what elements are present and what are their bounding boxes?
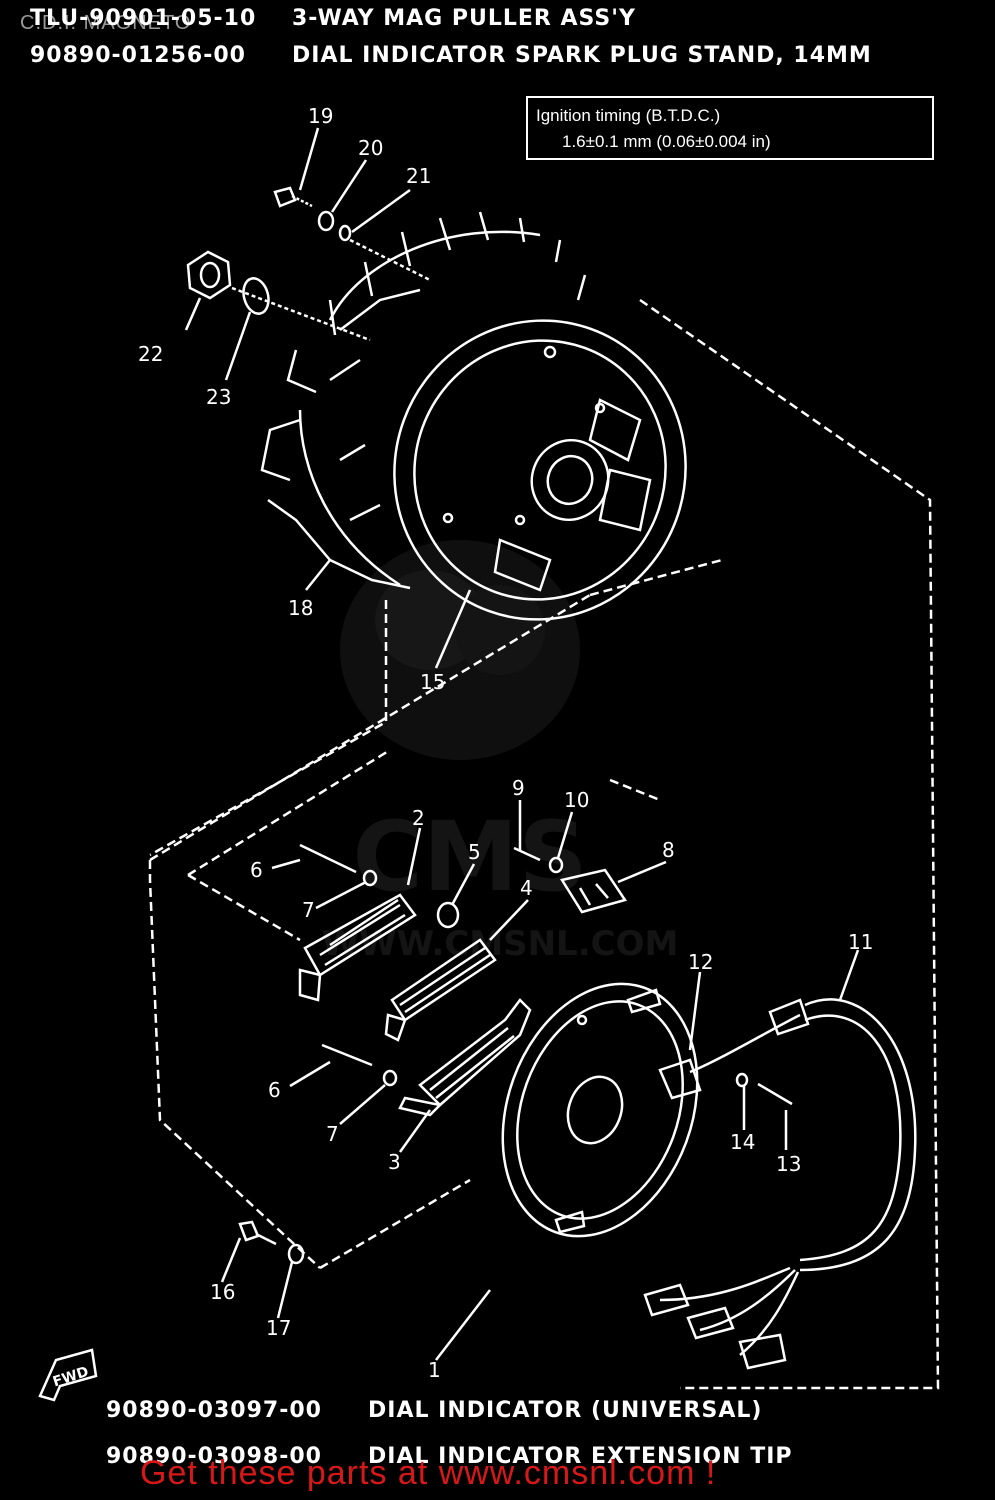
stator-base-plate xyxy=(501,982,699,1238)
header-row2-desc: DIAL INDICATOR SPARK PLUG STAND, 14MM xyxy=(292,43,872,68)
callout-6-lower: 6 xyxy=(268,1078,281,1102)
screw-6-upper xyxy=(299,843,357,874)
callout-7-lower: 7 xyxy=(326,1122,339,1146)
callout-23: 23 xyxy=(206,385,232,409)
callout-19: 19 xyxy=(308,104,334,128)
cmsnl-ad-link[interactable]: Get these parts at www.cmsnl.com ! xyxy=(140,1454,717,1492)
callout-11: 11 xyxy=(848,930,874,954)
footer-row2-desc: DIAL INDICATOR EXTENSION TIP xyxy=(368,1444,793,1469)
collar-5 xyxy=(436,901,460,929)
nut-22 xyxy=(186,250,232,300)
callout-3: 3 xyxy=(388,1150,401,1174)
screw-6-lower xyxy=(321,1043,373,1067)
washer-7-upper xyxy=(362,869,378,887)
fwd-arrow-icon xyxy=(38,1348,98,1402)
callout-7-upper: 7 xyxy=(302,898,315,922)
callout-5: 5 xyxy=(468,840,481,864)
pickup-coil-12 xyxy=(658,1058,702,1100)
callout-16: 16 xyxy=(210,1280,236,1304)
coil-2 xyxy=(298,893,417,1002)
coil-3 xyxy=(398,998,532,1117)
coil-4 xyxy=(384,938,497,1042)
ignition-timing-label: Ignition timing (B.T.D.C.) xyxy=(536,106,721,125)
callout-18: 18 xyxy=(288,596,314,620)
washer-14 xyxy=(735,1072,749,1088)
header-row2-code: 90890-01256-00 xyxy=(30,43,246,68)
callout-21: 21 xyxy=(406,164,432,188)
watermark-cms-text: CMS xyxy=(352,801,587,913)
callout-15: 15 xyxy=(420,670,446,694)
ignition-timing-box: Ignition timing (B.T.D.C.) 1.6±0.1 mm (0… xyxy=(526,96,934,160)
callout-17: 17 xyxy=(266,1316,292,1340)
callout-9: 9 xyxy=(512,776,525,800)
callout-1: 1 xyxy=(428,1358,441,1382)
washer-21 xyxy=(338,224,352,242)
callout-20: 20 xyxy=(358,136,384,160)
top-watermark-text: C.D.I. MAGNETO xyxy=(20,12,192,34)
connector-8 xyxy=(560,868,627,914)
washer-7-lower xyxy=(382,1069,398,1087)
fwd-label: FWD xyxy=(51,1364,91,1391)
ignition-timing-value: 1.6±0.1 mm (0.06±0.004 in) xyxy=(562,132,771,151)
washer-23 xyxy=(242,277,270,315)
callout-22: 22 xyxy=(138,342,164,366)
flywheel-rotor xyxy=(260,211,687,621)
cms-watermark-logo: CMS WWW.CMSNL.COM xyxy=(322,540,678,964)
washer-17 xyxy=(287,1243,305,1265)
washer-20 xyxy=(317,210,335,232)
footer-row1-code: 90890-03097-00 xyxy=(106,1398,322,1423)
callout-12: 12 xyxy=(688,950,714,974)
footer-row2-code: 90890-03098-00 xyxy=(106,1444,322,1469)
callout-10: 10 xyxy=(564,788,590,812)
callout-8: 8 xyxy=(662,838,675,862)
callout-2: 2 xyxy=(412,806,425,830)
screw-9 xyxy=(513,846,541,862)
callout-4: 4 xyxy=(520,876,533,900)
header-row1-code: TLU-90901-05-10 xyxy=(30,6,257,31)
header-row1-desc: 3-WAY MAG PULLER ASS'Y xyxy=(292,6,636,31)
washer-10 xyxy=(548,856,564,874)
callout-13: 13 xyxy=(776,1152,802,1176)
callout-14: 14 xyxy=(730,1130,756,1154)
footer-row1-desc: DIAL INDICATOR (UNIVERSAL) xyxy=(368,1398,763,1423)
screw-16 xyxy=(238,1220,277,1246)
callout-6-upper: 6 xyxy=(250,858,263,882)
screw-19 xyxy=(273,186,313,208)
wire-harness-11 xyxy=(643,998,917,1370)
screw-13 xyxy=(757,1082,793,1106)
alignment-frame xyxy=(148,298,940,1390)
